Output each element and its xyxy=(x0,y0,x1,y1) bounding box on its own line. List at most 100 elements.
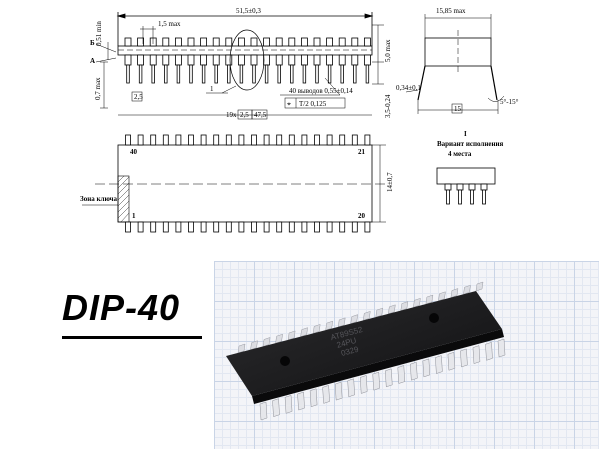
chip-pin-back xyxy=(475,281,484,292)
front-pin-upper xyxy=(313,54,321,66)
chip-pin-back xyxy=(275,333,283,344)
chip-dimple-left xyxy=(280,356,290,366)
front-pin-lead xyxy=(227,64,231,84)
plan-pin-bottom xyxy=(200,221,207,233)
front-pin-shoulder xyxy=(124,37,132,47)
chip-pin-back xyxy=(463,284,471,295)
variant-pin-upper xyxy=(480,183,488,191)
plan-pin-top xyxy=(314,134,320,146)
chip-pin-front xyxy=(435,355,443,374)
chip-pin-back xyxy=(425,294,434,305)
front-pin-shoulder xyxy=(313,37,321,47)
front-pin-upper xyxy=(338,54,346,66)
front-pin-upper xyxy=(162,54,170,66)
plan-pin-top xyxy=(175,134,182,146)
variant-pin-upper xyxy=(444,183,452,191)
front-pin-shoulder xyxy=(300,37,308,47)
package-body-plan xyxy=(117,144,373,223)
front-pin-shoulder xyxy=(338,37,346,47)
chip-pin-back xyxy=(287,330,296,341)
front-pin-lead xyxy=(214,64,218,84)
plan-pin-top xyxy=(200,134,207,146)
chip-pin-back xyxy=(325,320,333,331)
plan-pin-bottom xyxy=(288,221,295,233)
lead-length-label: 0,7 max xyxy=(94,77,102,100)
key-zone xyxy=(117,175,130,223)
front-pin-shoulder xyxy=(351,37,359,47)
plan-pin-bottom xyxy=(188,221,194,233)
front-pin-lead xyxy=(252,64,256,84)
front-pin-upper xyxy=(263,54,271,66)
front-pin-lead xyxy=(277,64,281,84)
variant-pin-lead xyxy=(458,189,462,205)
plan-pin-top xyxy=(137,134,144,146)
pin-20-label: 20 xyxy=(358,212,366,220)
plan-pin-bottom xyxy=(301,221,308,233)
chip-pin-back xyxy=(350,314,359,324)
plan-pin-bottom xyxy=(364,221,371,233)
chip-pins-back xyxy=(237,281,484,354)
front-pin-shoulder xyxy=(162,37,170,47)
front-pin-upper xyxy=(288,54,296,66)
plan-pin-top xyxy=(251,134,257,146)
plan-pin-top xyxy=(263,134,270,146)
left-offset-label: 0,51 min xyxy=(95,21,103,46)
chip-pin-front xyxy=(359,375,368,394)
plan-pin-bottom xyxy=(326,221,333,233)
front-pin-upper xyxy=(237,54,245,66)
variant-pin-lead xyxy=(446,189,450,205)
lead-thickness-label: 0,34±0,1 xyxy=(396,84,421,92)
chip-pin-back xyxy=(388,304,396,315)
plan-pin-bottom xyxy=(314,221,320,233)
variant-pins xyxy=(444,183,488,205)
row-spacing-label: 15 xyxy=(454,105,462,113)
variant-pin-upper xyxy=(468,183,476,191)
front-pin-upper xyxy=(363,54,371,66)
chip-pin-front xyxy=(372,371,380,391)
front-pin-upper xyxy=(351,54,359,66)
front-pin-lead xyxy=(239,64,244,84)
variant-number: I xyxy=(464,130,467,138)
chip-pin-back xyxy=(413,297,421,308)
chip-pin-front xyxy=(347,378,355,398)
plan-pin-bottom xyxy=(225,221,232,233)
package-title: DIP-40 xyxy=(62,287,181,328)
key-zone-label: Зона ключа xyxy=(80,195,117,203)
chip-pin-front xyxy=(497,338,506,358)
chip-pin-back xyxy=(312,324,321,334)
chip-pin-back xyxy=(262,337,271,347)
pitch-label: 2,5 xyxy=(134,93,143,101)
plan-pin-bottom xyxy=(137,221,144,233)
chip-pin-back xyxy=(237,343,246,354)
front-pin-upper xyxy=(275,54,283,66)
pin-span-pitch: 2,5 xyxy=(240,111,249,119)
front-pin-shoulder xyxy=(187,37,195,47)
chip-pin-front xyxy=(472,345,481,364)
front-pin-lead xyxy=(302,64,307,84)
plan-pin-bottom xyxy=(351,221,358,233)
chip-pin-front xyxy=(322,385,330,404)
plan-pin-top xyxy=(301,134,308,146)
pin-21-label: 21 xyxy=(358,148,366,156)
plan-pin-top xyxy=(238,134,245,146)
front-pin-lead xyxy=(164,64,168,84)
callout-label: 1 xyxy=(210,85,214,93)
front-pin-lead xyxy=(327,64,332,84)
front-pin-shoulder xyxy=(250,37,258,47)
chip-pin-front xyxy=(447,351,456,371)
plan-pin-bottom xyxy=(162,221,169,233)
chip-pin-front xyxy=(334,381,343,401)
plan-pin-bottom xyxy=(238,221,245,233)
plan-pin-bottom xyxy=(175,221,182,233)
front-pin-lead xyxy=(201,64,206,84)
pin-1-label: 1 xyxy=(132,212,136,220)
front-pin-shoulder xyxy=(275,37,283,47)
front-pin-lead xyxy=(340,64,344,84)
plan-pin-top xyxy=(364,134,371,146)
variant-label: Вариант исполнения xyxy=(437,140,504,148)
front-pin-shoulder xyxy=(225,37,233,47)
seat-height-label: 3,5-0,24 xyxy=(384,94,392,118)
plan-pin-top xyxy=(351,134,358,146)
